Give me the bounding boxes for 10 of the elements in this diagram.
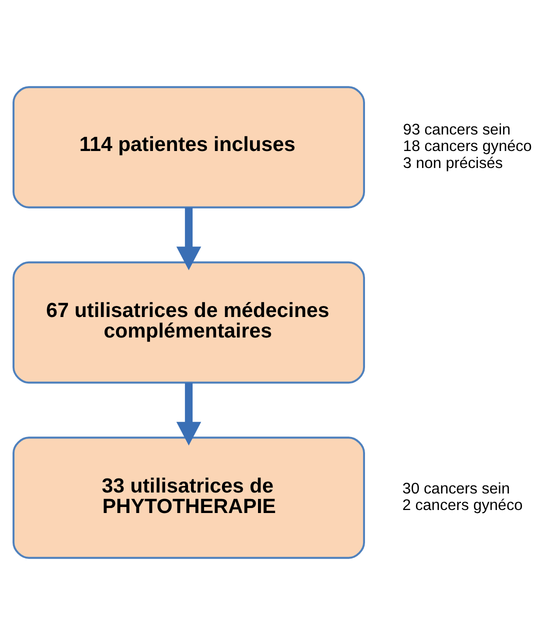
arrow — [176, 206, 202, 270]
node-label: 18 cancers gynéco — [403, 138, 532, 155]
node-label: 2 cancers gynéco — [402, 496, 523, 514]
node-label: 3 non précisés — [403, 154, 503, 172]
arrow — [176, 382, 202, 445]
node-label: 30 cancers sein — [402, 480, 510, 497]
node-label: 93 cancers sein — [403, 121, 511, 138]
node-box: 67 utilisatrices de médecines complémentaires — [12, 260, 365, 384]
node-box: 33 utilisatrices de PHYTOTHERAPIE — [12, 436, 365, 558]
node-box: 114 patientes incluses — [12, 86, 365, 208]
